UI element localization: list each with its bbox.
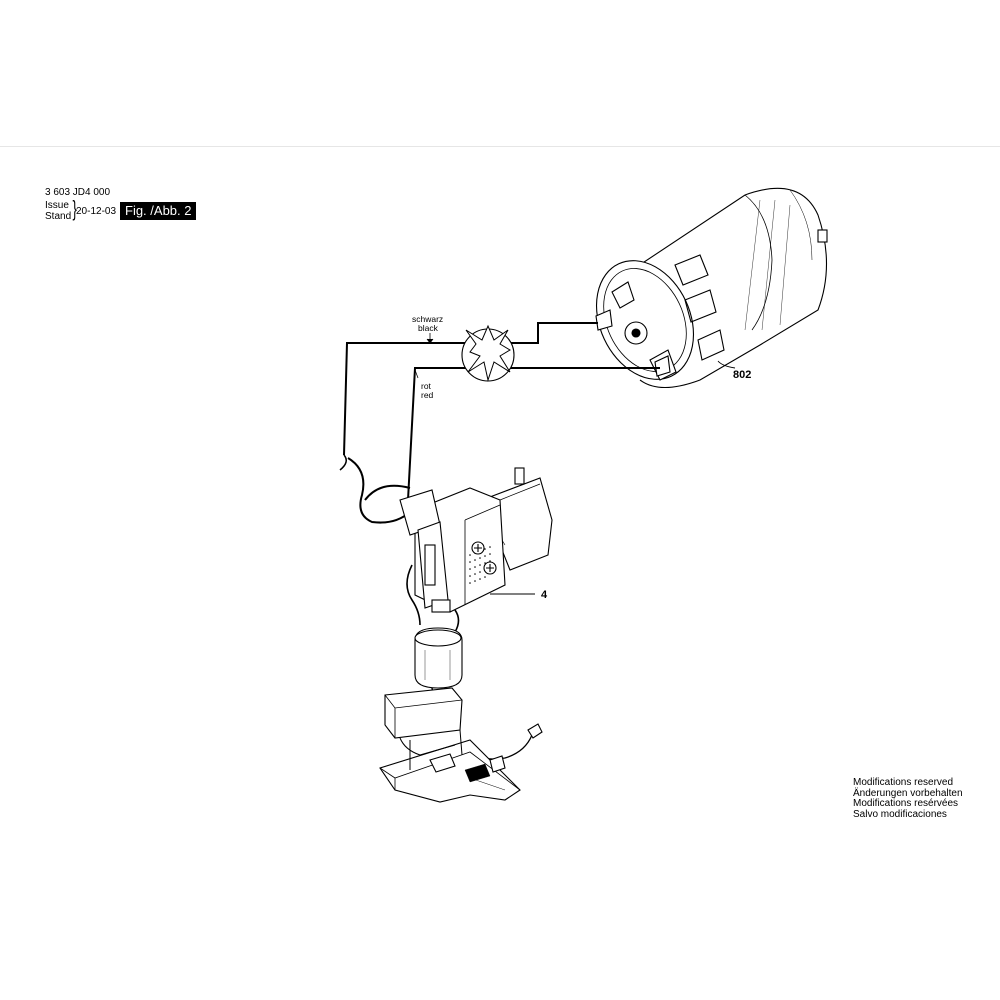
footer-line-fr: Modifications resérvées xyxy=(853,798,959,809)
brace-icon: } xyxy=(72,196,77,221)
issue-label: Issue xyxy=(45,200,69,211)
figure-badge: Fig. /Abb. 2 xyxy=(120,202,197,220)
footer-line-en: Modifications reserved xyxy=(853,777,954,788)
leader-lines xyxy=(490,360,736,595)
part-label-4: 4 xyxy=(541,589,548,601)
wiring xyxy=(343,322,660,501)
footer-line-de: Änderungen vorbehalten xyxy=(853,787,963,799)
footer-line-es: Salvo modificaciones xyxy=(853,808,947,820)
issue-labels: Issue Stand xyxy=(45,200,71,222)
part-label-802: 802 xyxy=(733,369,751,381)
wire-crossing-symbol xyxy=(461,324,515,382)
wire-label-red: red xyxy=(421,390,434,400)
page-divider xyxy=(0,146,1000,147)
red-wire xyxy=(407,367,470,501)
issue-date: 20-12-03 xyxy=(76,206,117,217)
motor-drawing xyxy=(595,187,828,388)
wire-label-rot: rot xyxy=(421,381,432,391)
part-number: 3 603 JD4 000 xyxy=(45,187,111,198)
stand-label: Stand xyxy=(45,211,72,222)
wire-label-arrows xyxy=(414,333,434,379)
footer-notice: Modifications reserved Änderungen vorbeh… xyxy=(853,777,963,820)
wire-label-schwarz: schwarz xyxy=(412,314,443,324)
wire-label-black: black xyxy=(418,323,439,333)
leader-802 xyxy=(717,360,736,369)
switch-assembly-drawing xyxy=(339,454,553,803)
motor-wire-upper xyxy=(510,322,598,344)
black-wire xyxy=(343,342,465,456)
